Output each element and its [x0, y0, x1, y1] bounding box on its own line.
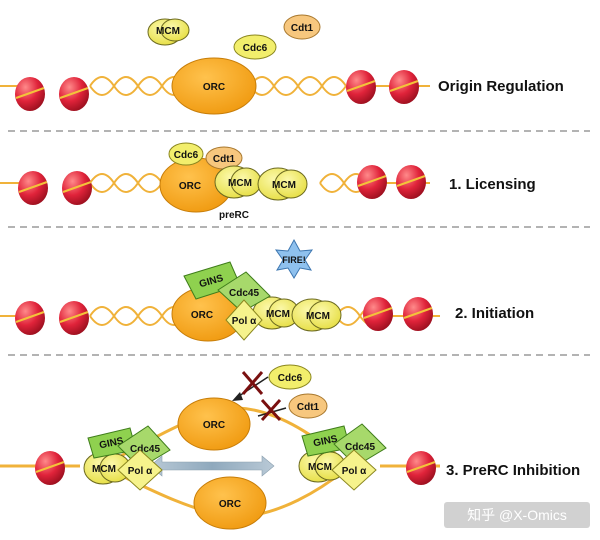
- svg-text:FIRE!: FIRE!: [282, 255, 306, 265]
- svg-text:Cdc6: Cdc6: [278, 373, 303, 384]
- cdt1-protein: Cdt1: [288, 393, 328, 419]
- svg-text:Cdc45: Cdc45: [130, 444, 160, 455]
- svg-text:MCM: MCM: [272, 180, 296, 191]
- cross-mark-icon: [241, 371, 264, 395]
- stage-origin-regulation: ORC MCM Cdc6 Cdt1 Origin Regulation: [0, 14, 564, 115]
- nucleosome: [389, 70, 419, 104]
- cdc45-protein: Cdc45: [217, 271, 271, 313]
- nucleosome: [62, 171, 92, 205]
- svg-text:Cdc6: Cdc6: [243, 43, 268, 54]
- pol-alpha-protein: Pol α: [117, 449, 163, 491]
- svg-text:Cdt1: Cdt1: [213, 154, 236, 165]
- orc-complex: ORC: [193, 476, 267, 530]
- prerc-label: preRC: [219, 210, 249, 221]
- svg-text:MCM: MCM: [92, 464, 116, 475]
- nucleosome: [403, 297, 433, 331]
- svg-text:MCM: MCM: [266, 309, 290, 320]
- cdc6-protein: Cdc6: [168, 142, 204, 166]
- stage-label-licensing: 1. Licensing: [449, 176, 536, 193]
- stage-prerc-inhibition: ORC ORC MCM GINS Cdc45 Pol α: [0, 364, 580, 530]
- svg-text:ORC: ORC: [203, 420, 225, 431]
- double-arrow: [149, 455, 275, 477]
- nucleosome: [363, 297, 393, 331]
- nucleosome: [346, 70, 376, 104]
- svg-text:GINS: GINS: [98, 436, 125, 452]
- nucleosome: [406, 451, 436, 485]
- svg-text:Pol α: Pol α: [232, 316, 257, 327]
- stage-initiation: ORC MCM MCM GINS Cdc45 Pol α FIRE! 2.: [0, 238, 534, 342]
- nucleosome: [18, 171, 48, 205]
- inhibition-arrow: [232, 376, 269, 401]
- nucleosome: [357, 165, 387, 199]
- mcm-complex: MCM: [291, 298, 342, 332]
- svg-text:Cdc45: Cdc45: [229, 288, 259, 299]
- stage-licensing: ORC Cdc6 Cdt1 MCM MCM preRC 1. Licensing: [0, 142, 536, 221]
- mcm-complex: MCM: [83, 451, 131, 485]
- mcm-complex: MCM: [257, 167, 308, 201]
- cross-mark-icon: [260, 398, 282, 422]
- svg-text:Cdt1: Cdt1: [297, 402, 320, 413]
- svg-text:Pol α: Pol α: [342, 466, 367, 477]
- mcm-complex: MCM: [147, 18, 190, 46]
- nucleosome: [35, 451, 65, 485]
- svg-text:Cdc6: Cdc6: [174, 150, 199, 161]
- nucleosome: [59, 301, 89, 335]
- svg-text:ORC: ORC: [219, 499, 241, 510]
- svg-text:MCM: MCM: [228, 178, 252, 189]
- nucleosome: [59, 77, 89, 111]
- stage-label-origin-regulation: Origin Regulation: [438, 78, 564, 95]
- svg-text:知乎 @X-Omics: 知乎 @X-Omics: [467, 507, 567, 523]
- cdt1-protein: Cdt1: [283, 14, 321, 40]
- fire-star-icon: FIRE!: [274, 238, 314, 279]
- stage-label-prerc-inhibition: 3. PreRC Inhibition: [446, 462, 580, 479]
- stage-label-initiation: 2. Initiation: [455, 305, 534, 322]
- svg-text:ORC: ORC: [191, 310, 213, 321]
- svg-text:Cdc45: Cdc45: [345, 442, 375, 453]
- watermark: 知乎 @X-Omics: [444, 502, 590, 528]
- nucleosome: [396, 165, 426, 199]
- cdc6-protein: Cdc6: [233, 34, 277, 60]
- svg-text:MCM: MCM: [308, 462, 332, 473]
- pol-alpha-protein: Pol α: [225, 299, 263, 341]
- cdc6-protein: Cdc6: [268, 364, 312, 390]
- svg-text:Cdt1: Cdt1: [291, 23, 314, 34]
- pol-alpha-protein: Pol α: [331, 449, 377, 491]
- mcm-complex: MCM: [252, 296, 300, 330]
- nucleosome: [15, 77, 45, 111]
- svg-text:MCM: MCM: [306, 311, 330, 322]
- orc-complex: ORC: [171, 57, 257, 115]
- svg-text:MCM: MCM: [156, 26, 180, 37]
- svg-text:ORC: ORC: [203, 82, 225, 93]
- orc-complex: ORC: [177, 397, 251, 451]
- mcm-complex: MCM: [214, 165, 262, 199]
- nucleosome: [15, 301, 45, 335]
- svg-text:ORC: ORC: [179, 181, 201, 192]
- gins-protein: GINS: [183, 261, 241, 300]
- svg-text:GINS: GINS: [312, 434, 339, 450]
- svg-text:Pol α: Pol α: [128, 466, 153, 477]
